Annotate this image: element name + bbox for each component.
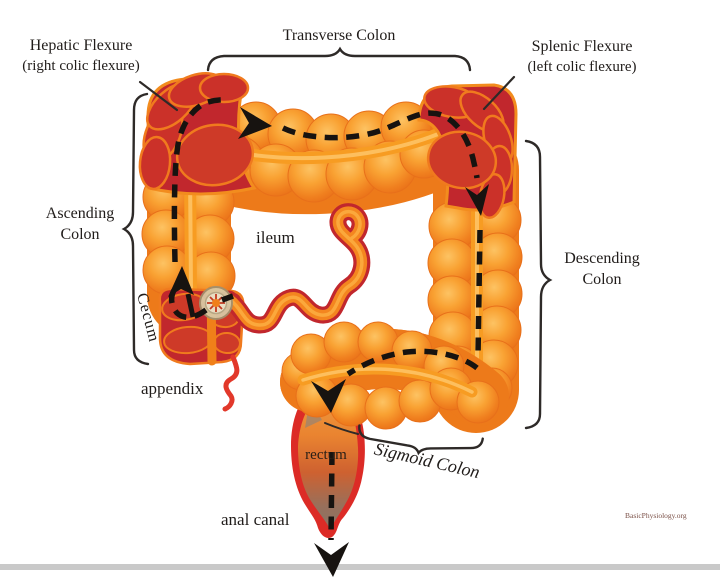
ascending-colon-line1: Ascending [45,205,115,222]
brace-descending-colon [524,139,553,430]
ileum-shape [229,212,362,325]
brace-ascending-colon [121,92,150,366]
label-transverse-colon: Transverse Colon [282,27,396,44]
bottom-divider [0,564,720,570]
anal-canal-exit-arrow-icon [314,542,349,577]
hepatic-pointer-line [138,80,179,112]
label-hepatic-flexure: Hepatic Flexure (right colic flexure) [6,36,156,76]
splenic-pointer-line [482,75,516,111]
label-ascending-colon: Ascending Colon [28,204,132,246]
label-appendix: appendix [141,379,204,398]
brace-transverse-colon [206,46,472,72]
label-ileum: ileum [256,228,295,247]
watermark: BasicPhysiology.org [625,511,687,520]
splenic-flexure-shape [417,83,518,220]
label-splenic-flexure: Splenic Flexure (left colic flexure) [506,37,658,77]
label-anal-canal: anal canal [221,510,290,529]
hepatic-right-arrow-icon [238,107,272,139]
annotation-lines [121,46,553,456]
label-rectum: rectum [305,447,347,463]
sigmoid-down-arrow-icon [311,379,346,413]
hepatic-flexure-shape [138,72,257,196]
appendix-shape [222,354,240,412]
ascending-colon-line2: Colon [60,225,100,243]
hepatic-flexure-line1: Hepatic Flexure [29,37,133,54]
ileocecal-valve-icon [199,286,233,320]
flow-path [168,97,483,541]
sigmoid-brace-tail [324,422,359,435]
cecum-up-arrow-icon [168,266,194,297]
descending-colon-line2: Colon [582,270,622,288]
descending-colon-line1: Descending [564,250,640,267]
splenic-flexure-line1: Splenic Flexure [531,38,633,55]
hepatic-flexure-line2: (right colic flexure) [22,57,140,74]
brace-sigmoid-colon [358,424,484,456]
splenic-down-arrow-icon [465,184,489,216]
flow-arrowheads [168,107,489,413]
splenic-flexure-line2: (left colic flexure) [527,58,637,75]
label-descending-colon: Descending Colon [550,249,654,291]
